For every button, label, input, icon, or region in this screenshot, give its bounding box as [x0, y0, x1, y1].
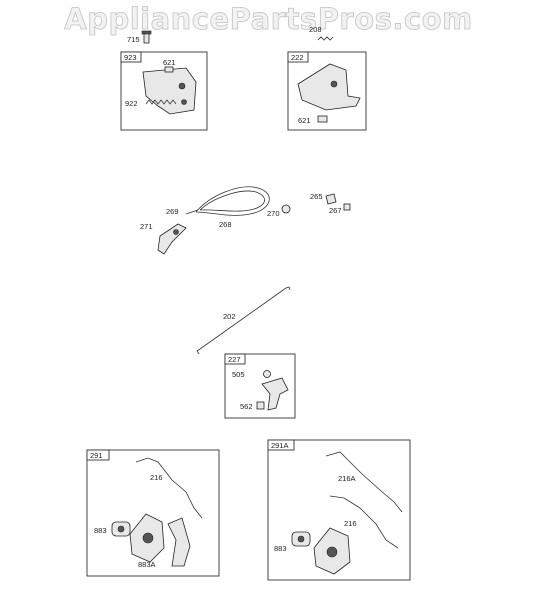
- group-291A-box: [267, 439, 411, 581]
- part-268-label: 268: [219, 220, 232, 229]
- part-505-shape: [263, 370, 271, 378]
- group-291-tab: [86, 449, 110, 461]
- part-271-lever-shape: [157, 223, 187, 255]
- part-216A-link-shape: [325, 451, 403, 513]
- part-216A-label: 216A: [338, 474, 356, 483]
- part-208-spring-shape: [317, 36, 334, 41]
- group-222-tab: [287, 51, 309, 63]
- part-216-link-shape: [135, 457, 203, 519]
- part-216b-link-shape: [329, 495, 399, 549]
- part-715-shape: [143, 32, 150, 44]
- part-202-rod-shape: [199, 287, 287, 350]
- group-291: 291 216 883 883A: [86, 449, 220, 577]
- group-291A-tab: [267, 439, 295, 451]
- part-621b-label: 621: [298, 116, 311, 125]
- part-562-label: 562: [240, 402, 253, 411]
- group-923-tab: [120, 51, 142, 63]
- part-715-head: [141, 30, 152, 35]
- group-222-label: 222: [291, 53, 304, 62]
- part-922-spring-shape: [145, 99, 177, 105]
- watermark-logo: AppliancePartsPros.com: [64, 2, 473, 37]
- part-922-label: 922: [125, 99, 138, 108]
- group-227-label: 227: [228, 355, 241, 364]
- part-621-label: 621: [163, 58, 176, 67]
- part-621b-shape: [317, 115, 328, 123]
- part-268-cable-inner: [199, 190, 265, 212]
- part-265-shape: [325, 193, 337, 205]
- part-923-bracket-shape: [142, 67, 197, 115]
- part-923-bracket-hole: [178, 82, 186, 90]
- group-222: 222 208 621: [287, 25, 367, 131]
- part-269-leader: [185, 209, 199, 215]
- group-291-label: 291: [90, 451, 103, 460]
- group-rod: 202: [196, 286, 291, 355]
- group-cable: 269 268 270 271 265 267: [140, 186, 351, 255]
- group-291A-label: 291A: [271, 441, 289, 450]
- part-883b-gasket-hole: [297, 535, 305, 543]
- part-883-label: 883: [94, 526, 107, 535]
- part-883A-label: 883A: [138, 560, 156, 569]
- group-923-label: 923: [124, 53, 137, 62]
- part-202-rod-end-2: [285, 286, 291, 291]
- part-222-bracket-hole: [330, 80, 338, 88]
- part-505-label: 505: [232, 370, 245, 379]
- group-291-box: [86, 449, 220, 577]
- part-267-label: 267: [329, 206, 342, 215]
- group-222-box: [287, 51, 367, 131]
- part-265-label: 265: [310, 192, 323, 201]
- part-202-label: 202: [223, 312, 236, 321]
- part-267-shape: [343, 203, 351, 211]
- part-291A-carb-port: [326, 546, 338, 558]
- part-270-label: 270: [267, 209, 280, 218]
- part-227-lever-shape: [261, 377, 289, 411]
- part-291-carb-port: [142, 532, 154, 544]
- part-202-rod-end: [196, 348, 201, 355]
- part-883-gasket-hole: [117, 525, 125, 533]
- group-227-tab: [224, 353, 246, 365]
- part-222-bracket-shape: [297, 63, 361, 111]
- part-269-label: 269: [166, 207, 179, 216]
- group-923-box: [120, 51, 208, 131]
- part-621-shape: [164, 66, 174, 73]
- part-216-label: 216: [150, 473, 163, 482]
- part-883A-shape: [167, 517, 191, 567]
- part-562-shape: [256, 401, 265, 410]
- part-271-hole: [173, 229, 179, 235]
- part-270-shape: [281, 204, 291, 214]
- part-271-label: 271: [140, 222, 153, 231]
- group-291A: 291A 216A 216 883: [267, 439, 411, 581]
- part-216b-label: 216: [344, 519, 357, 528]
- group-923: 923 715 621 922: [120, 30, 208, 131]
- part-923-bracket-hole-2: [181, 99, 187, 105]
- part-268-cable-shape: [195, 186, 270, 216]
- part-715: 715: [127, 30, 152, 44]
- part-208-label: 208: [309, 25, 322, 34]
- group-227: 227 505 562: [224, 353, 296, 419]
- part-883b-label: 883: [274, 544, 287, 553]
- group-227-box: [224, 353, 296, 419]
- part-715-label: 715: [127, 35, 140, 44]
